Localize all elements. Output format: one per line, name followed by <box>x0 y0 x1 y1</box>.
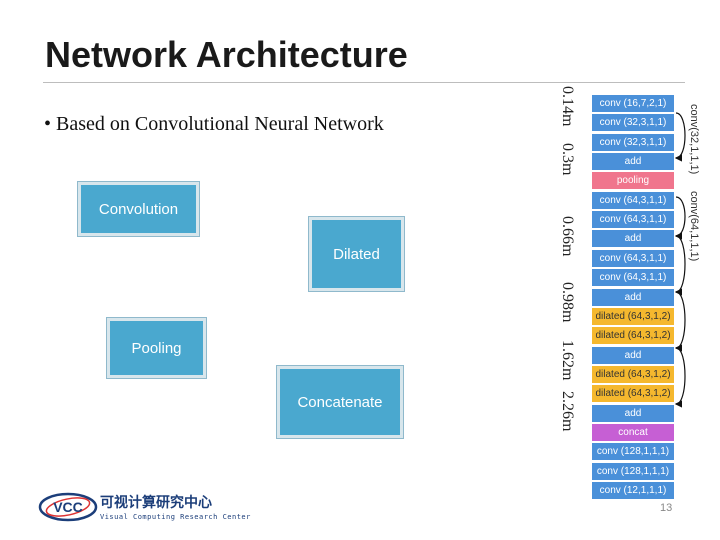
page-number: 13 <box>660 502 673 514</box>
layer-dil: dilated (64,3,1,2) <box>592 307 674 325</box>
skip-arrow <box>674 112 686 162</box>
layer-add: add <box>592 346 674 364</box>
bullet-point: • Based on Convolutional Neural Network <box>44 113 384 136</box>
layer-dil: dilated (64,3,1,2) <box>592 385 674 403</box>
skip-arrow <box>674 196 686 240</box>
skip-label-conv64: conv(64,1,1,1) <box>688 191 700 262</box>
bullet-text: Based on Convolutional Neural Network <box>56 113 384 135</box>
vcc-logo-icon: VCC <box>38 492 98 522</box>
layer-conv: conv (32,3,1,1) <box>592 114 674 132</box>
concept-box-pooling: Pooling <box>107 318 206 378</box>
layer-conv: conv (12,1,1,1) <box>592 482 674 499</box>
layer-dil: dilated (64,3,1,2) <box>592 365 674 383</box>
concept-box-dilated: Dilated <box>309 217 404 291</box>
concept-box-convolution: Convolution <box>78 182 199 236</box>
layer-add: add <box>592 288 674 306</box>
title-divider <box>43 82 685 83</box>
layer-conv: conv (64,3,1,1) <box>592 211 674 229</box>
bullet-dot: • <box>44 113 52 135</box>
layer-conv: conv (16,7,2,1) <box>592 95 674 112</box>
layer-add: add <box>592 404 674 422</box>
layer-conv: conv (64,3,1,1) <box>592 249 674 267</box>
layer-conv: conv (128,1,1,1) <box>592 443 674 461</box>
logo-chinese-name: 可视计算研究中心 <box>100 495 212 511</box>
layer-conv: conv (64,3,1,1) <box>592 269 674 287</box>
logo-mark: VCC <box>53 499 83 515</box>
logo-english-name: Visual Computing Research Center <box>100 513 251 521</box>
layer-conv: conv (128,1,1,1) <box>592 462 674 480</box>
layer-add: add <box>592 230 674 248</box>
skip-arrow <box>674 291 686 352</box>
concept-box-concatenate: Concatenate <box>277 366 403 438</box>
skip-arrow <box>674 347 686 408</box>
skip-arrow <box>674 235 686 296</box>
layer-concat: concat <box>592 423 674 441</box>
skip-label-conv32: conv(32,1,1,1) <box>688 104 700 175</box>
layer-conv: conv (64,3,1,1) <box>592 191 674 209</box>
layer-conv: conv (32,3,1,1) <box>592 133 674 151</box>
layer-add: add <box>592 153 674 171</box>
layer-dil: dilated (64,3,1,2) <box>592 327 674 345</box>
slide-title: Network Architecture <box>45 34 408 75</box>
layer-pool: pooling <box>592 172 674 190</box>
